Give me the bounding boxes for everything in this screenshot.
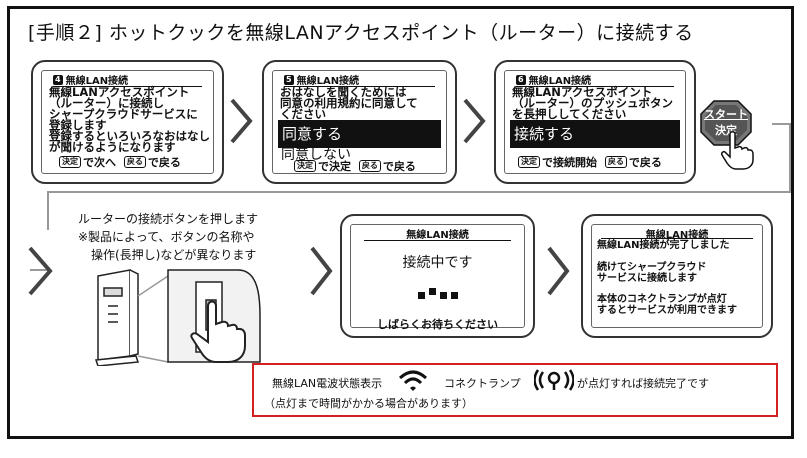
chevron-right-icon — [547, 246, 570, 296]
step4-badge: 4 — [53, 74, 63, 85]
complete-line1: 無線LAN接続が完了しました — [597, 240, 730, 251]
complete-header-rule — [601, 238, 753, 239]
step4-footer: 決定で次へ 戻るで戻る — [59, 154, 181, 170]
complete-screen: 無線LAN接続 無線LAN接続が完了しました 続けてシャープクラウド サービスに… — [581, 214, 773, 338]
step6-message: 無線LANアクセスポイント （ルーター）のプッシュボタン を長押ししてください — [512, 85, 673, 121]
chevron-right-icon — [230, 98, 253, 144]
step5-header-label: 無線LAN接続 — [296, 76, 360, 87]
start-decide-button: スタート 決定 — [700, 100, 752, 146]
decide-key-icon: 決定 — [518, 156, 540, 168]
step6-key1-text: で接続開始 — [542, 156, 597, 169]
step4-key2-text: で戻る — [147, 156, 181, 169]
step6-footer: 決定で接続開始 戻るで戻る — [518, 154, 662, 170]
wifi-signal-icon — [398, 370, 428, 391]
step5-display — [272, 70, 447, 174]
decide-key-icon: 決定 — [294, 160, 316, 172]
step6-badge: 6 — [516, 74, 526, 85]
step5-key1-text: で決定 — [318, 160, 351, 173]
hand-pointer-icon — [721, 131, 754, 170]
step4-header-rule — [53, 86, 202, 87]
connecting-wait: しばらくお待ちください — [377, 318, 498, 331]
chevron-right-icon — [310, 246, 333, 296]
step6-key2-text: で戻る — [628, 156, 662, 169]
step4-display — [41, 70, 214, 174]
decide-key-icon: 決定 — [59, 156, 81, 168]
step4-key1-text: で次へ — [83, 156, 116, 169]
router-illustration — [94, 269, 261, 366]
connecting-status: 接続中です — [402, 255, 473, 271]
back-key-icon: 戻る — [123, 156, 146, 168]
complete-display — [591, 224, 763, 328]
step5-key2-text: で戻る — [382, 160, 416, 173]
page-title: [手順２] ホットクックを無線LANアクセスポイント（ルーター）に接続する — [28, 22, 694, 44]
back-key-icon: 戻る — [358, 160, 381, 172]
notice-connect-label: コネクトランプ — [444, 377, 521, 390]
chevron-right-icon — [463, 98, 486, 144]
step6-display — [504, 70, 686, 174]
step6-header-rule — [516, 86, 674, 87]
notice-complete-label: が点灯すれば接続完了です — [577, 377, 709, 390]
connect-lamp-icon — [534, 369, 574, 391]
progress-dots-icon — [418, 288, 458, 299]
step6-option-connect: 接続する — [510, 120, 680, 148]
button-face-icon — [700, 100, 752, 146]
notice-box: 無線LAN電波状態表示 コネクトランプ が点灯すれば接続完了です （点灯まで時間… — [252, 363, 778, 417]
router-note-line1: ルーターの接続ボタンを押します — [78, 212, 259, 226]
connecting-header: 無線LAN接続 — [406, 230, 469, 241]
connecting-display — [350, 224, 525, 328]
chevron-right-icon — [28, 246, 53, 296]
router-note-line2: ※製品によって、ボタンの名称や — [78, 230, 255, 244]
step5-option-disagree: 同意しない — [281, 147, 351, 163]
step5-header-rule — [284, 86, 435, 87]
notice-time-note: （点灯まで時間がかかる場合があります） — [264, 397, 473, 410]
step4-header-label: 無線LAN接続 — [65, 76, 129, 87]
complete-line3: 本体のコネクトランプが点灯 するとサービスが利用できます — [597, 294, 737, 316]
step5-badge: 5 — [284, 74, 294, 85]
step6-header-label: 無線LAN接続 — [528, 76, 592, 87]
start-label: スタート — [704, 108, 748, 121]
step5-footer: 決定で決定 戻るで戻る — [294, 158, 416, 174]
complete-header: 無線LAN接続 — [645, 230, 709, 241]
router-note-line3: 操作(長押し)などが異なります — [91, 248, 257, 262]
step5-option-agree: 同意する — [278, 120, 441, 148]
connecting-header-rule — [364, 240, 511, 241]
complete-line2: 続けてシャープクラウド サービスに接続します — [597, 262, 707, 284]
step5-message: おはなしを聞くためには 同意の利用規約に同意して ください — [280, 85, 418, 121]
connecting-screen: 無線LAN接続 接続中です しばらくお待ちください — [340, 214, 535, 338]
back-key-icon: 戻る — [604, 156, 627, 168]
notice-wifi-label: 無線LAN電波状態表示 — [272, 377, 383, 390]
step4-message: 無線LANアクセスポイント （ルーター）に接続し シャープクラウドサービスに 登… — [49, 85, 210, 154]
